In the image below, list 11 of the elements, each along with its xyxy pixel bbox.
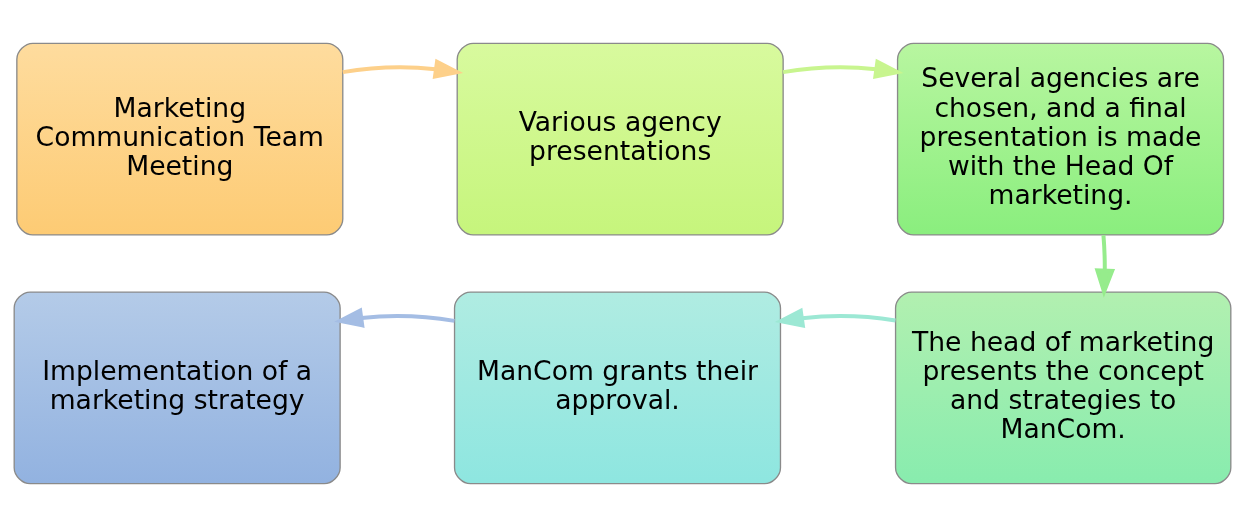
node-box: Several agencies are chosen, and a final presentation is made with the Head Of marketing. [896,42,1225,236]
arrow [342,58,464,80]
node-box: The head of marketing presents the concept and strategies to ManCom. [894,291,1232,485]
arrow [774,307,896,329]
arrow [334,307,455,328]
node-box: Marketing Communication Team Meeting [16,42,344,236]
arrow [1094,235,1116,298]
arrow [782,58,904,80]
node-box: Implementation of a marketing strategy [13,291,341,485]
node-box: ManCom grants their approval. [453,291,782,485]
node-box: Various agency presentations [456,42,784,236]
